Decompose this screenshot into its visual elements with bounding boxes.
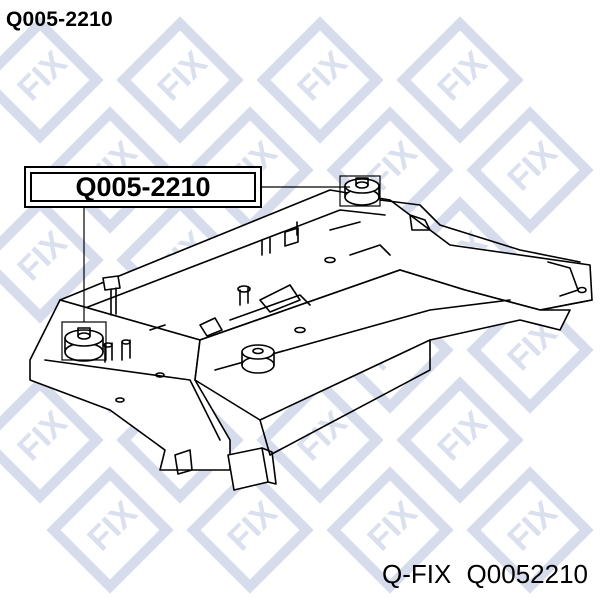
part-number-heading: Q005-2210 (6, 8, 113, 31)
footer-caption: Q-FIX Q0052210 (382, 559, 588, 590)
footer-part-number: Q0052210 (466, 559, 588, 589)
part-callout-text: Q005-2210 (30, 172, 256, 202)
part-callout-label: Q005-2210 (24, 166, 262, 208)
brand-name: Q-FIX (381, 559, 452, 589)
subframe-drawing (29, 177, 593, 491)
callout-leaders (61, 175, 381, 361)
